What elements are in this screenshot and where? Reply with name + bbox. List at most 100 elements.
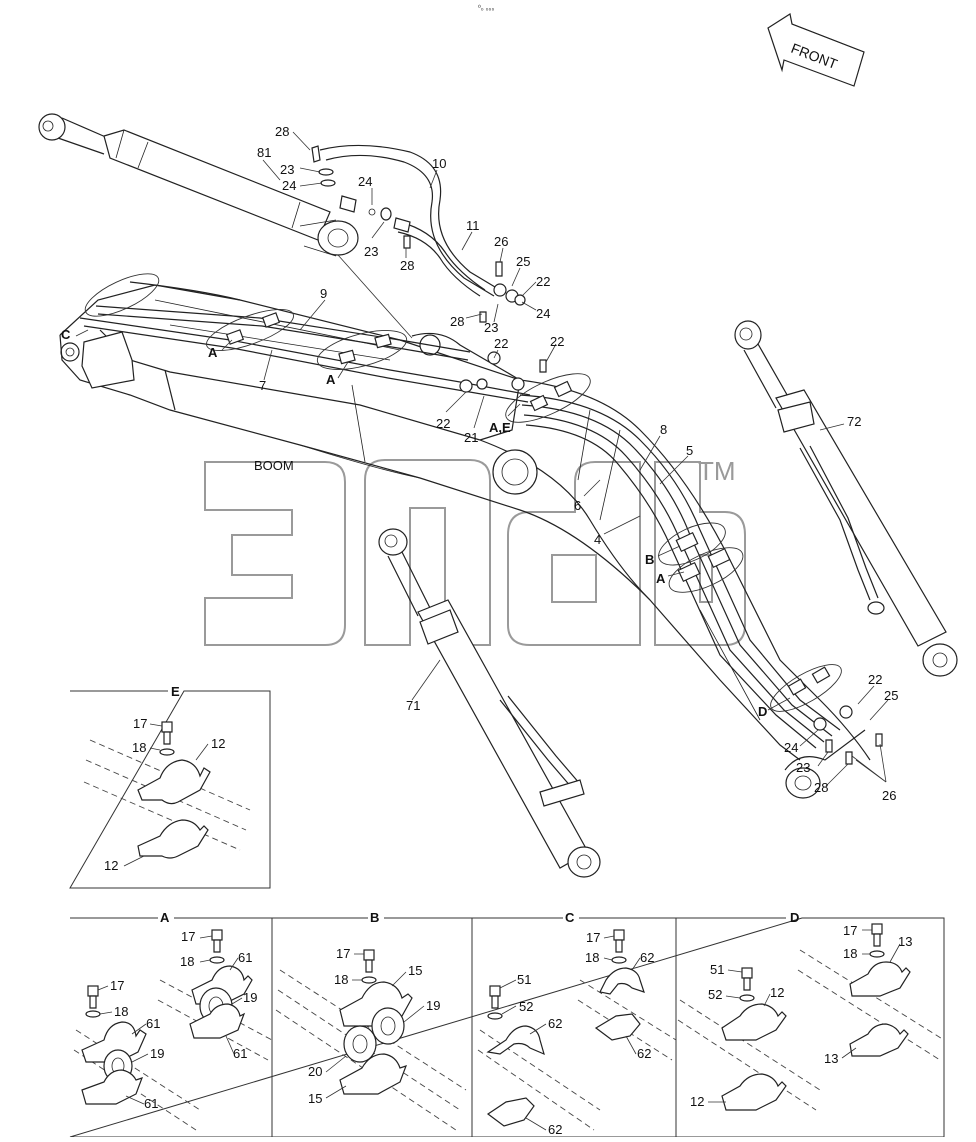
detail-c-title: C xyxy=(565,910,575,925)
clamps-main xyxy=(225,312,883,765)
boom-cylinder-72 xyxy=(734,320,958,677)
detail-a-17b: 17 xyxy=(181,929,195,944)
detail-d-18: 18 xyxy=(843,946,857,961)
detail-c-17: 17 xyxy=(586,930,600,945)
callout-10: 10 xyxy=(432,156,446,171)
detail-a-19b: 19 xyxy=(243,990,257,1005)
callout-7: 7 xyxy=(259,378,266,393)
callout-22a: 22 xyxy=(536,274,550,289)
boom-label: BOOM xyxy=(254,458,294,473)
clamp-highlights xyxy=(84,273,842,712)
hoses-10-11 xyxy=(319,144,501,297)
detail-b-15b: 15 xyxy=(308,1091,322,1106)
detail-a-61d: 61 xyxy=(233,1046,247,1061)
detail-c-62a: 62 xyxy=(640,950,654,965)
detail-d-13b: 13 xyxy=(824,1051,838,1066)
detail-a-18b: 18 xyxy=(180,954,194,969)
detail-e-18: 18 xyxy=(132,740,146,755)
callout-22c: 22 xyxy=(550,334,564,349)
watermark-tm: TM xyxy=(698,456,736,486)
detail-b-18: 18 xyxy=(334,972,348,987)
detail-frames xyxy=(69,917,945,1138)
callout-28c: 28 xyxy=(450,314,464,329)
callout-24d: 24 xyxy=(784,740,798,755)
callout-9: 9 xyxy=(320,286,327,301)
callout-23b: 23 xyxy=(364,244,378,259)
callout-25a: 25 xyxy=(516,254,530,269)
top-mark: ⁰₀ ₀₀₀ xyxy=(478,4,494,12)
detail-d-title: D xyxy=(790,910,799,925)
callout-28b: 28 xyxy=(400,258,414,273)
detail-d-13a: 13 xyxy=(898,934,912,949)
detail-e-12a: 12 xyxy=(211,736,225,751)
detail-d-17: 17 xyxy=(843,923,857,938)
callout-4: 4 xyxy=(594,532,601,547)
detail-a-panel: A 17 18 61 19 61 17 18 61 19 61 xyxy=(73,910,273,1131)
callout-24c: 24 xyxy=(536,306,550,321)
callout-8: 8 xyxy=(660,422,667,437)
detail-c-51: 51 xyxy=(517,972,531,987)
detail-b-17: 17 xyxy=(336,946,350,961)
detail-c-18: 18 xyxy=(585,950,599,965)
callout-23c: 23 xyxy=(484,320,498,335)
detail-d-51: 51 xyxy=(710,962,724,977)
callout-22d: 22 xyxy=(436,416,450,431)
detail-a-61b: 61 xyxy=(144,1096,158,1111)
detail-e-title: E xyxy=(171,684,180,699)
detail-d-52: 52 xyxy=(708,987,722,1002)
callout-A-E: A,E xyxy=(489,420,511,435)
callout-C: C xyxy=(61,327,71,342)
callout-22b: 22 xyxy=(494,336,508,351)
detail-d-12b: 12 xyxy=(690,1094,704,1109)
boom xyxy=(59,284,871,799)
callout-28d: 28 xyxy=(814,780,828,795)
detail-c-panel: C 17 18 62 51 52 62 62 62 xyxy=(477,910,677,1137)
detail-c-52: 52 xyxy=(519,999,533,1014)
detail-a-19a: 19 xyxy=(150,1046,164,1061)
callout-26a: 26 xyxy=(494,234,508,249)
boom-cylinder-71 xyxy=(378,528,601,878)
detail-b-panel: B 17 18 15 19 20 15 xyxy=(275,910,467,1131)
callout-23a: 23 xyxy=(280,162,294,177)
callout-25b: 25 xyxy=(884,688,898,703)
detail-b-20: 20 xyxy=(308,1064,322,1079)
detail-c-62c: 62 xyxy=(637,1046,651,1061)
leader-lines xyxy=(75,131,889,787)
callout-5: 5 xyxy=(686,443,693,458)
callout-6: 6 xyxy=(574,498,581,513)
detail-e-17: 17 xyxy=(133,716,147,731)
detail-a-61c: 61 xyxy=(238,950,252,965)
detail-a-17a: 17 xyxy=(110,978,124,993)
callout-A3: A xyxy=(656,571,666,586)
callout-11: 11 xyxy=(466,218,480,233)
detail-b-19: 19 xyxy=(426,998,440,1013)
callout-28a: 28 xyxy=(275,124,289,139)
main-callouts: 81 28 23 24 10 24 23 28 11 26 25 22 28 2… xyxy=(61,124,898,803)
detail-b-15a: 15 xyxy=(408,963,422,978)
detail-c-62d: 62 xyxy=(548,1122,562,1137)
front-arrow-label: FRONT xyxy=(789,40,840,72)
callout-21: 21 xyxy=(464,430,478,445)
callout-A2: A xyxy=(326,372,336,387)
callout-71: 71 xyxy=(406,698,420,713)
callout-A1: A xyxy=(208,345,218,360)
callout-72: 72 xyxy=(847,414,861,429)
detail-d-panel: D 17 18 13 51 52 12 13 12 xyxy=(677,910,945,1111)
detail-e-panel: E 17 18 12 12 xyxy=(69,684,271,889)
detail-c-62b: 62 xyxy=(548,1016,562,1031)
detail-b-title: B xyxy=(370,910,379,925)
callout-23d: 23 xyxy=(796,760,810,775)
front-arrow-icon: FRONT xyxy=(767,13,865,87)
detail-e-12b: 12 xyxy=(104,858,118,873)
callout-81: 81 xyxy=(257,145,271,160)
callout-24b: 24 xyxy=(358,174,372,189)
detail-a-18a: 18 xyxy=(114,1004,128,1019)
callout-D: D xyxy=(758,704,767,719)
detail-a-61a: 61 xyxy=(146,1016,160,1031)
detail-d-12a: 12 xyxy=(770,985,784,1000)
callout-26b: 26 xyxy=(882,788,896,803)
callout-22e: 22 xyxy=(868,672,882,687)
arm-cylinder-81 xyxy=(38,113,359,257)
